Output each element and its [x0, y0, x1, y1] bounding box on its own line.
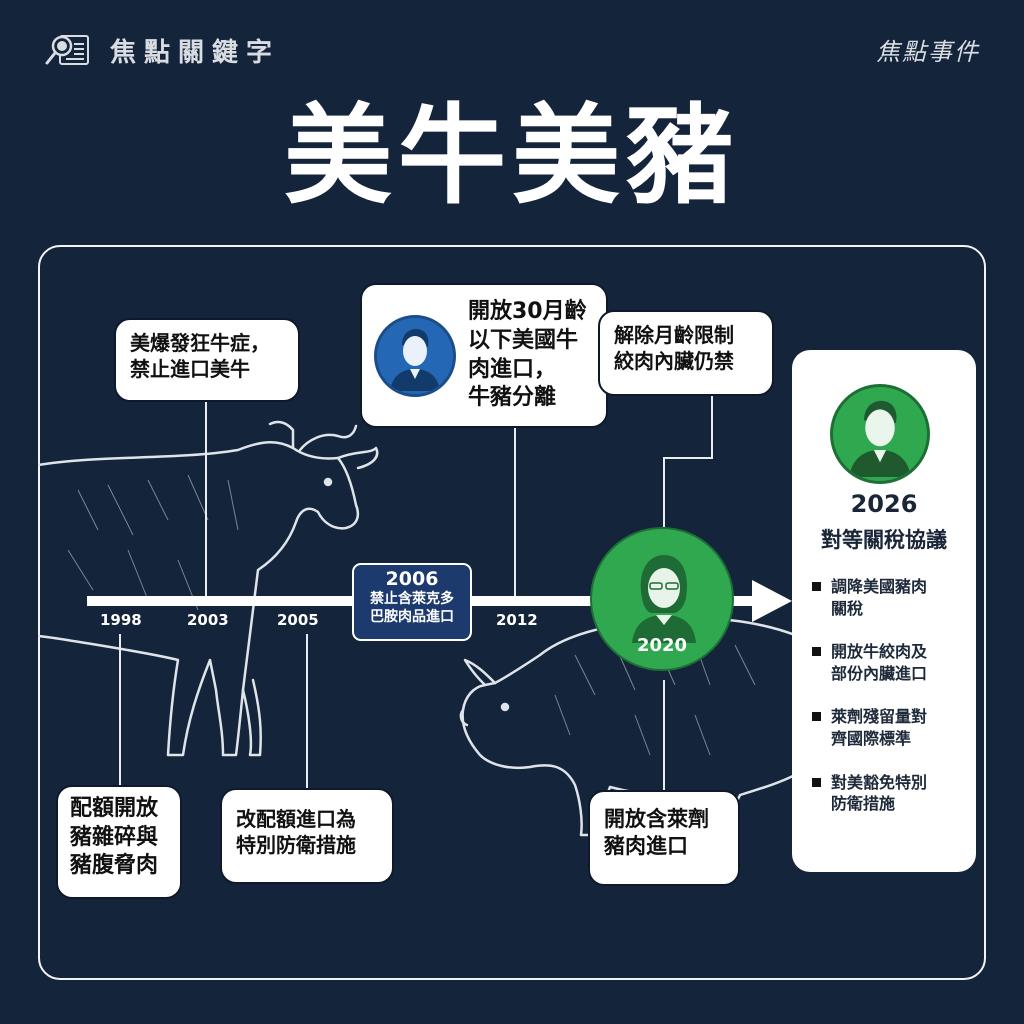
event-card-1998: 配額開放 豬雜碎與 豬腹脅肉	[56, 785, 182, 899]
event-2005-line2: 特別防衛措施	[236, 833, 356, 857]
bullet-1-line1: 調降美國豬肉	[831, 577, 928, 596]
event-1998-line1: 配額開放	[70, 796, 159, 821]
brand-header: 焦點關鍵字	[44, 30, 280, 70]
event-2020a-line1: 解除月齡限制	[614, 323, 734, 347]
badge-line2: 巴胺肉品進口	[370, 609, 454, 625]
event-2012-line2: 以下美國牛	[468, 327, 579, 353]
event-card-2020-below: 開放含萊劑 豬肉進口	[588, 790, 740, 886]
bullet-3-line1: 萊劑殘留量對	[831, 707, 928, 727]
magnifier-newspaper-icon	[45, 35, 89, 65]
event-2012-line1: 開放30月齡	[468, 299, 587, 325]
event-2020a-line2: 絞肉內臟仍禁	[614, 349, 734, 373]
event-2005-line1: 改配額進口為	[236, 807, 356, 831]
final-bullet-3: 萊劑殘留量對齊國際標準	[812, 706, 972, 749]
male-leader-portrait-green	[830, 384, 930, 484]
event-1998-line3: 豬腹脅肉	[70, 853, 159, 879]
event-card-2005: 改配額進口為 特別防衛措施	[220, 788, 394, 884]
event-card-2003: 美爆發狂牛症， 禁止進口美牛	[114, 318, 300, 402]
final-2026-card: 2026 對等關稅協議 調降美國豬肉關稅 開放牛絞肉及部份內臟進口 萊劑殘留量對…	[792, 350, 976, 872]
bullet-3-line2: 齊國際標準	[831, 728, 912, 748]
connector-2005	[306, 634, 308, 790]
badge-year: 2006	[385, 568, 439, 590]
event-card-2012: 開放30月齡 以下美國牛 肉進口， 牛豬分離	[360, 283, 608, 428]
bullet-2-line1: 開放牛絞肉及	[831, 642, 928, 662]
brand-label: 焦點關鍵字	[110, 37, 281, 68]
highlight-2006-badge: 2006 禁止含萊克多 巴胺肉品進口	[352, 563, 472, 641]
event-2003-line1: 美爆發狂牛症，	[130, 331, 270, 355]
bullet-4-line2: 防衛措施	[831, 794, 896, 814]
final-year: 2026	[850, 490, 918, 518]
bullet-square-icon	[812, 582, 821, 591]
male-leader-portrait-icon	[849, 400, 911, 477]
final-bullet-1: 調降美國豬肉關稅	[812, 576, 972, 619]
milestone-2020-circle: 2020	[590, 527, 734, 671]
event-2020b-line1: 開放含萊劑	[604, 807, 709, 831]
event-2012-line3: 肉進口，	[468, 356, 557, 382]
event-2020b-line2: 豬肉進口	[604, 834, 688, 859]
connector-2020-below	[663, 680, 665, 792]
connector-2012	[514, 426, 516, 596]
connector-2003	[205, 400, 207, 596]
event-card-2020-above: 解除月齡限制 絞肉內臟仍禁	[598, 310, 774, 396]
milestone-2020-year: 2020	[636, 634, 688, 656]
badge-line1: 禁止含萊克多	[370, 591, 454, 607]
final-subtitle: 對等關稅協議	[821, 528, 947, 552]
bullet-4-line1: 對美豁免特別	[831, 772, 928, 792]
year-label-2012: 2012	[496, 611, 538, 629]
timeline-arrowhead-icon	[752, 580, 792, 622]
event-1998-line2: 豬雜碎與	[70, 824, 159, 850]
final-bullet-2: 開放牛絞肉及部份內臟進口	[812, 641, 972, 684]
final-bullet-4: 對美豁免特別防衛措施	[812, 772, 972, 815]
year-label-2005: 2005	[277, 611, 319, 629]
male-leader-portrait-icon	[390, 328, 440, 391]
bullet-1-line2: 關稅	[831, 598, 864, 618]
bullet-2-line2: 部份內臟進口	[831, 663, 928, 683]
bullet-square-icon	[812, 777, 821, 787]
connector-2020-above-a	[711, 394, 713, 458]
female-leader-portrait-icon	[632, 554, 696, 643]
cow-illustration	[38, 420, 379, 757]
male-leader-portrait-blue	[374, 314, 456, 397]
connector-2020-above-b	[663, 457, 713, 459]
final-bullet-list: 調降美國豬肉關稅 開放牛絞肉及部份內臟進口 萊劑殘留量對齊國際標準 對美豁免特別…	[812, 576, 972, 815]
timeline-frame	[38, 245, 986, 980]
year-label-1998: 1998	[100, 611, 142, 629]
event-2003-line2: 禁止進口美牛	[130, 357, 250, 381]
page-title: 美牛美豬	[283, 94, 740, 219]
connector-2020-above-c	[663, 457, 665, 527]
connector-1998	[119, 634, 121, 786]
bullet-square-icon	[812, 712, 821, 722]
event-2012-text: 開放30月齡 以下美國牛 肉進口， 牛豬分離	[468, 298, 587, 412]
bullet-square-icon	[812, 647, 821, 657]
year-label-2003: 2003	[187, 611, 229, 629]
signature-logo: 焦點事件	[876, 38, 980, 66]
event-2012-line4: 牛豬分離	[468, 385, 557, 411]
